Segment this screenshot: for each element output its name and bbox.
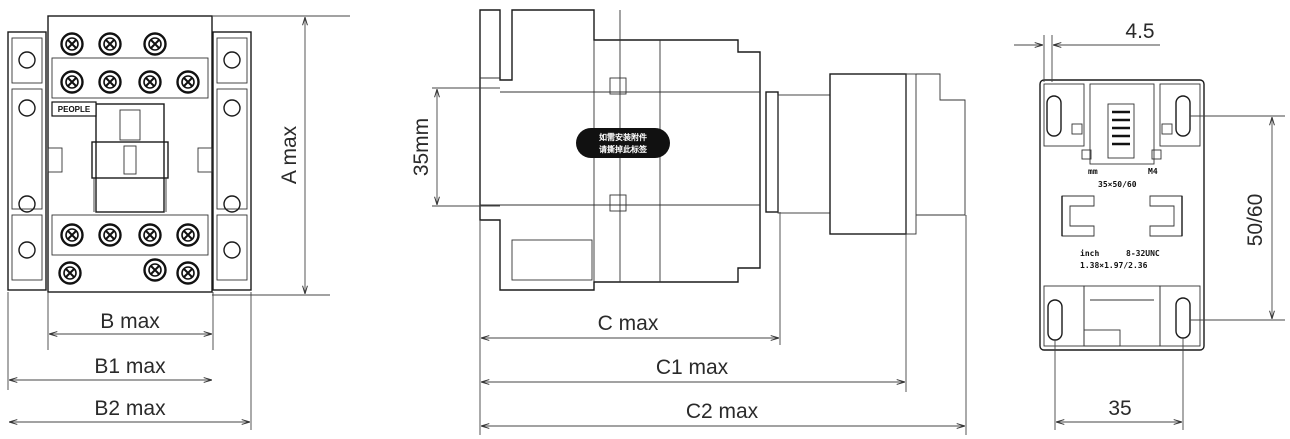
dim-b2-max: B2 max <box>94 397 166 420</box>
right-aux-block <box>212 31 252 291</box>
label-screw: 8-32UNC <box>1126 249 1160 258</box>
label-m4: M4 <box>1148 167 1158 176</box>
dim-c-max: C max <box>598 312 659 335</box>
back-body: mm M4 35×50/60 inch 8-32UNC 1.38×1.97/2.… <box>1039 79 1205 351</box>
back-view: mm M4 35×50/60 inch 8-32UNC 1.38×1.97/2.… <box>1014 20 1285 430</box>
dim-50-60: 50/60 <box>1244 194 1267 247</box>
dim-a-max: A max <box>278 125 301 184</box>
dim-b1-max: B1 max <box>94 355 166 378</box>
brand-label: PEOPLE <box>58 105 91 114</box>
label-mm: mm <box>1088 167 1098 176</box>
dim-c1-max: C1 max <box>656 356 729 379</box>
side-body: 如需安装附件 请撕掉此标签 <box>479 9 966 291</box>
label-mm-dims: 35×50/60 <box>1098 180 1137 189</box>
terminal-screws <box>58 32 200 285</box>
left-aux-block <box>7 31 47 291</box>
dim-4-5: 4.5 <box>1125 20 1154 43</box>
contactor-body: PEOPLE <box>47 15 213 293</box>
front-view: PEOPLE A max B max B1 max B2 ma <box>7 15 350 430</box>
dim-35mm: 35mm <box>410 118 433 176</box>
dim-c2-max: C2 max <box>686 400 759 423</box>
label-inch-dims: 1.38×1.97/2.36 <box>1080 261 1148 270</box>
warning-label-line2: 请撕掉此标签 <box>599 144 648 154</box>
warning-label-line1: 如需安装附件 <box>599 132 647 142</box>
label-inch: inch <box>1080 248 1099 258</box>
side-view: 如需安装附件 请撕掉此标签 35mm C max C1 max C2 max <box>410 9 967 435</box>
dim-35: 35 <box>1108 397 1131 420</box>
dim-b-max: B max <box>100 310 160 333</box>
